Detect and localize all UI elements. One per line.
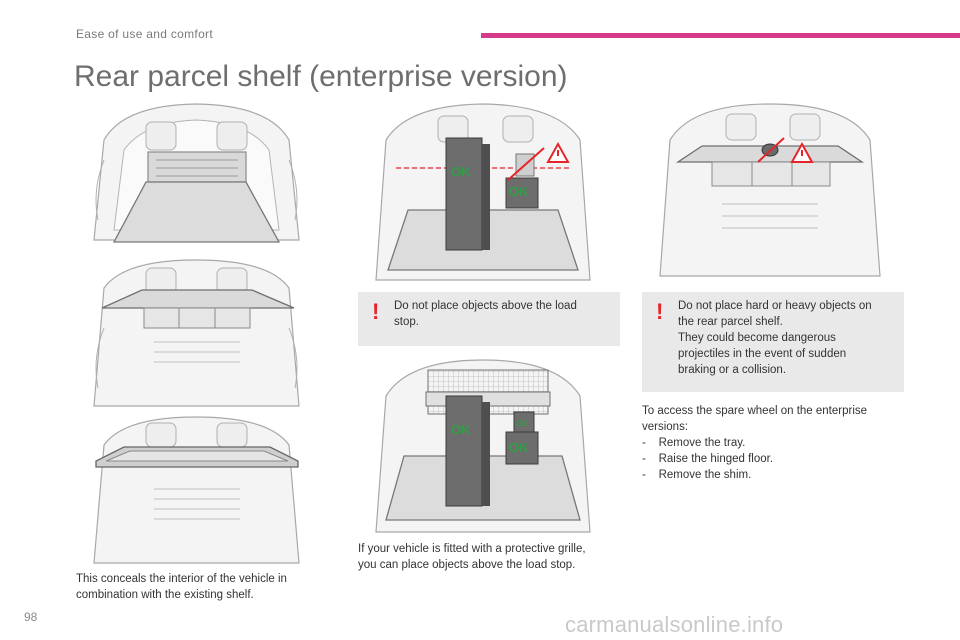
warning-box-load-stop: ! Do not place objects above the load st… [358,292,620,346]
warning-line: stop. [394,316,419,328]
header-accent-bar [481,33,960,38]
page-number: 98 [24,610,38,624]
page-title: Rear parcel shelf (enterprise version) [74,60,568,93]
watermark: carmanualsonline.info [565,612,784,637]
illustration-heavy-object [652,100,887,280]
ok-label: OK [516,419,528,428]
exclamation-icon: ! [656,299,664,324]
paragraph-line: If your vehicle is fitted with a protect… [358,543,586,555]
paragraph-line: combination with the existing shelf. [76,589,254,601]
conceal-paragraph: This conceals the interior of the vehicl… [76,571,336,603]
warning-line: Do not place hard or heavy objects on [678,300,872,312]
ok-label: OK [509,184,529,199]
warning-line: the rear parcel shelf. [678,316,783,328]
illustration-shelf-raised [84,258,309,408]
paragraph-line: you can place objects above the load sto… [358,559,576,571]
warning-line: Do not place objects above the load [394,300,577,312]
instruction-step: - Remove the tray. [642,437,746,449]
exclamation-icon: ! [372,299,380,324]
warning-text: Do not place hard or heavy objects on th… [678,298,894,378]
warning-box-heavy-objects: ! Do not place hard or heavy objects on … [642,292,904,392]
instruction-line: To access the spare wheel on the enterpr… [642,405,868,417]
instruction-step: - Remove the shim. [642,469,752,481]
illustration-protective-grille: OK OK OK [368,356,598,536]
warning-line: braking or a collision. [678,364,787,376]
ok-label: OK [509,440,529,455]
warning-text: Do not place objects above the load stop… [394,298,610,330]
illustration-cargo-floor [84,100,309,250]
paragraph-line: This conceals the interior of the vehicl… [76,573,287,585]
spare-wheel-instructions: To access the spare wheel on the enterpr… [642,403,912,483]
ok-label: OK [451,164,471,179]
warning-line: projectiles in the event of sudden [678,348,847,360]
ok-label: OK [451,422,471,437]
section-label: Ease of use and comfort [76,27,213,41]
illustration-shelf-closed [84,415,309,565]
grille-paragraph: If your vehicle is fitted with a protect… [358,541,628,573]
illustration-load-stop: OK OK [368,100,598,285]
instruction-line: versions: [642,421,689,433]
warning-line: They could become dangerous [678,332,836,344]
instruction-step: - Raise the hinged floor. [642,453,774,465]
